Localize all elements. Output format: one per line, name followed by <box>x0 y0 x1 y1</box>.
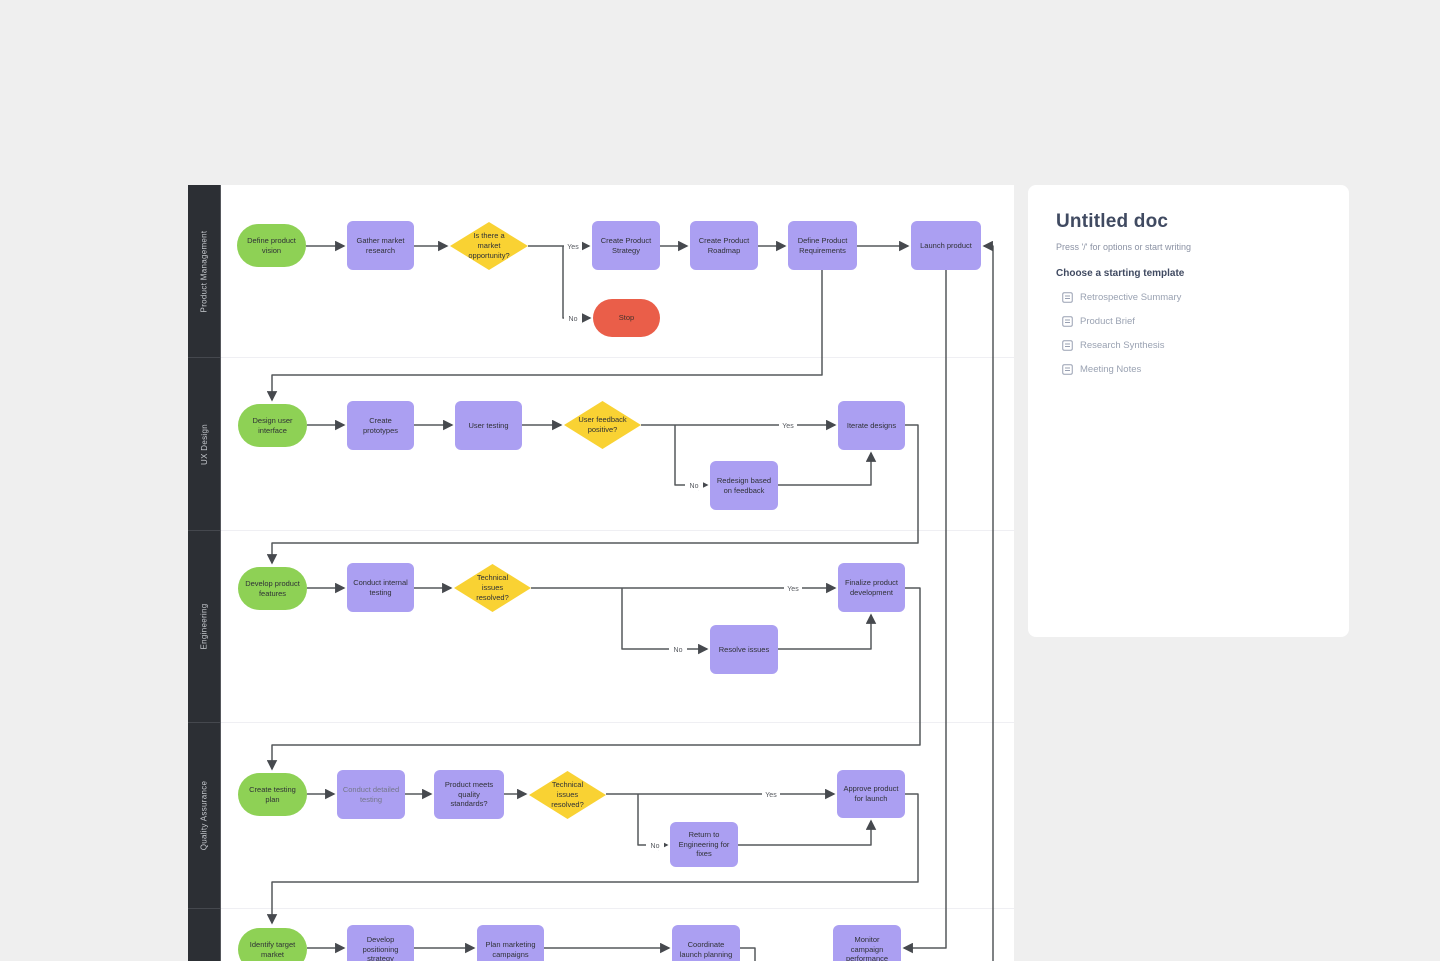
connector <box>266 270 823 402</box>
template-item-label: Product Brief <box>1080 316 1135 327</box>
template-icon <box>1062 364 1073 375</box>
flow-node-process[interactable]: Redesign based on feedback <box>710 461 778 510</box>
flow-node-start[interactable]: Develop product features <box>238 567 307 610</box>
doc-panel: Untitled doc Press '/' for options or st… <box>1028 185 1349 637</box>
connector <box>266 587 921 771</box>
flow-node-process[interactable]: Define Product Requirements <box>788 221 857 270</box>
svg-text:Yes: Yes <box>782 423 794 430</box>
flow-node-process[interactable]: User testing <box>455 401 522 450</box>
lane-header-quality-assurance[interactable]: Quality Assurance <box>188 722 220 908</box>
template-item-research-synthesis[interactable]: Research Synthesis <box>1056 340 1321 351</box>
lane-divider <box>221 357 1014 358</box>
svg-text:No: No <box>651 843 660 850</box>
connector <box>982 240 994 961</box>
edge-label: No <box>669 643 687 654</box>
flow-node-process[interactable]: Plan marketing campaigns <box>477 925 544 961</box>
connector <box>902 270 947 954</box>
lane-divider <box>221 908 1014 909</box>
flow-node-process[interactable]: Create Product Strategy <box>592 221 660 270</box>
lane-header-product-management[interactable]: Product Management <box>188 185 220 357</box>
edge-label: No <box>564 312 582 323</box>
edge-label: Yes <box>779 419 797 430</box>
svg-text:Yes: Yes <box>567 244 579 251</box>
edge-label: Yes <box>784 582 802 593</box>
svg-text:No: No <box>674 647 683 654</box>
flow-node-process[interactable]: Product meets quality standards? <box>434 770 504 819</box>
flow-node-process[interactable]: Create prototypes <box>347 401 414 450</box>
flow-node-decision[interactable]: User feedback positive? <box>564 401 641 449</box>
flow-node-start[interactable]: Design user interface <box>238 404 307 447</box>
flow-node-process[interactable]: Create Product Roadmap <box>690 221 758 270</box>
lane-label: Product Management <box>199 230 209 312</box>
doc-hint: Press '/' for options or start writing <box>1056 242 1191 252</box>
template-icon <box>1062 340 1073 351</box>
svg-text:No: No <box>690 483 699 490</box>
lane-header-engineering[interactable]: Engineering <box>188 530 220 722</box>
template-item-label: Retrospective Summary <box>1080 292 1182 303</box>
connector <box>637 794 669 851</box>
lane-label: UX Design <box>199 423 209 465</box>
flow-node-process[interactable]: Finalize product development <box>838 563 905 612</box>
template-item-retrospective-summary[interactable]: Retrospective Summary <box>1056 292 1321 303</box>
flow-node-process[interactable]: Coordinate launch planning <box>672 925 740 961</box>
lane-divider <box>221 722 1014 723</box>
flow-node-process[interactable]: Develop positioning strategy <box>347 925 414 961</box>
template-icon <box>1062 292 1073 303</box>
flow-node-decision[interactable]: Technical issues resolved? <box>454 564 531 612</box>
doc-title[interactable]: Untitled doc <box>1056 211 1169 232</box>
connector <box>778 613 877 650</box>
flow-node-process[interactable]: Iterate designs <box>838 401 905 450</box>
lane-header-ux-design[interactable]: UX Design <box>188 357 220 530</box>
svg-text:No: No <box>569 316 578 323</box>
lane-divider <box>221 530 1014 531</box>
swimlane-sidebar: Product Management UX Design Engineering… <box>188 185 221 961</box>
flow-node-decision[interactable]: Technical issues resolved? <box>529 771 606 819</box>
connector <box>738 819 877 846</box>
connector <box>740 947 756 961</box>
flowchart-canvas[interactable]: Yes No Yes No Yes No Yes No Define produ… <box>221 185 1014 961</box>
flow-node-start[interactable]: Create testing plan <box>238 773 307 816</box>
connector <box>562 246 592 324</box>
flow-node-process[interactable]: Conduct internal testing <box>347 563 414 612</box>
edge-label: Yes <box>762 788 780 799</box>
template-icon <box>1062 316 1073 327</box>
lane-header-marketing[interactable] <box>188 908 220 961</box>
flow-node-process[interactable]: Resolve issues <box>710 625 778 674</box>
edge-label: No <box>646 839 664 850</box>
template-heading: Choose a starting template <box>1056 268 1185 279</box>
template-item-product-brief[interactable]: Product Brief <box>1056 316 1321 327</box>
svg-text:Yes: Yes <box>765 792 777 799</box>
flow-node-decision[interactable]: Is there a market opportunity? <box>450 222 528 270</box>
lane-label: Quality Assurance <box>199 780 209 851</box>
flow-node-stop[interactable]: Stop <box>593 299 660 337</box>
flow-node-process[interactable]: Monitor campaign performance <box>833 925 901 961</box>
svg-text:Yes: Yes <box>787 586 799 593</box>
flow-node-process[interactable]: Return to Engineering for fixes <box>670 822 738 867</box>
flow-node-start[interactable]: Define product vision <box>237 224 306 267</box>
flow-node-start[interactable]: Identify target market <box>238 928 307 961</box>
flow-node-process[interactable]: Conduct detailed testing <box>337 770 405 819</box>
connector <box>674 425 709 491</box>
template-item-label: Meeting Notes <box>1080 364 1142 375</box>
template-item-meeting-notes[interactable]: Meeting Notes <box>1056 364 1321 375</box>
flow-node-process[interactable]: Launch product <box>911 221 981 270</box>
flow-node-process[interactable]: Gather market research <box>347 221 414 270</box>
connector <box>778 451 877 486</box>
connector <box>621 588 709 655</box>
edge-label: No <box>685 479 703 490</box>
flow-node-process[interactable]: Approve product for launch <box>837 770 905 818</box>
template-item-label: Research Synthesis <box>1080 340 1165 351</box>
edge-label: Yes <box>564 240 582 251</box>
lane-label: Engineering <box>199 603 209 650</box>
